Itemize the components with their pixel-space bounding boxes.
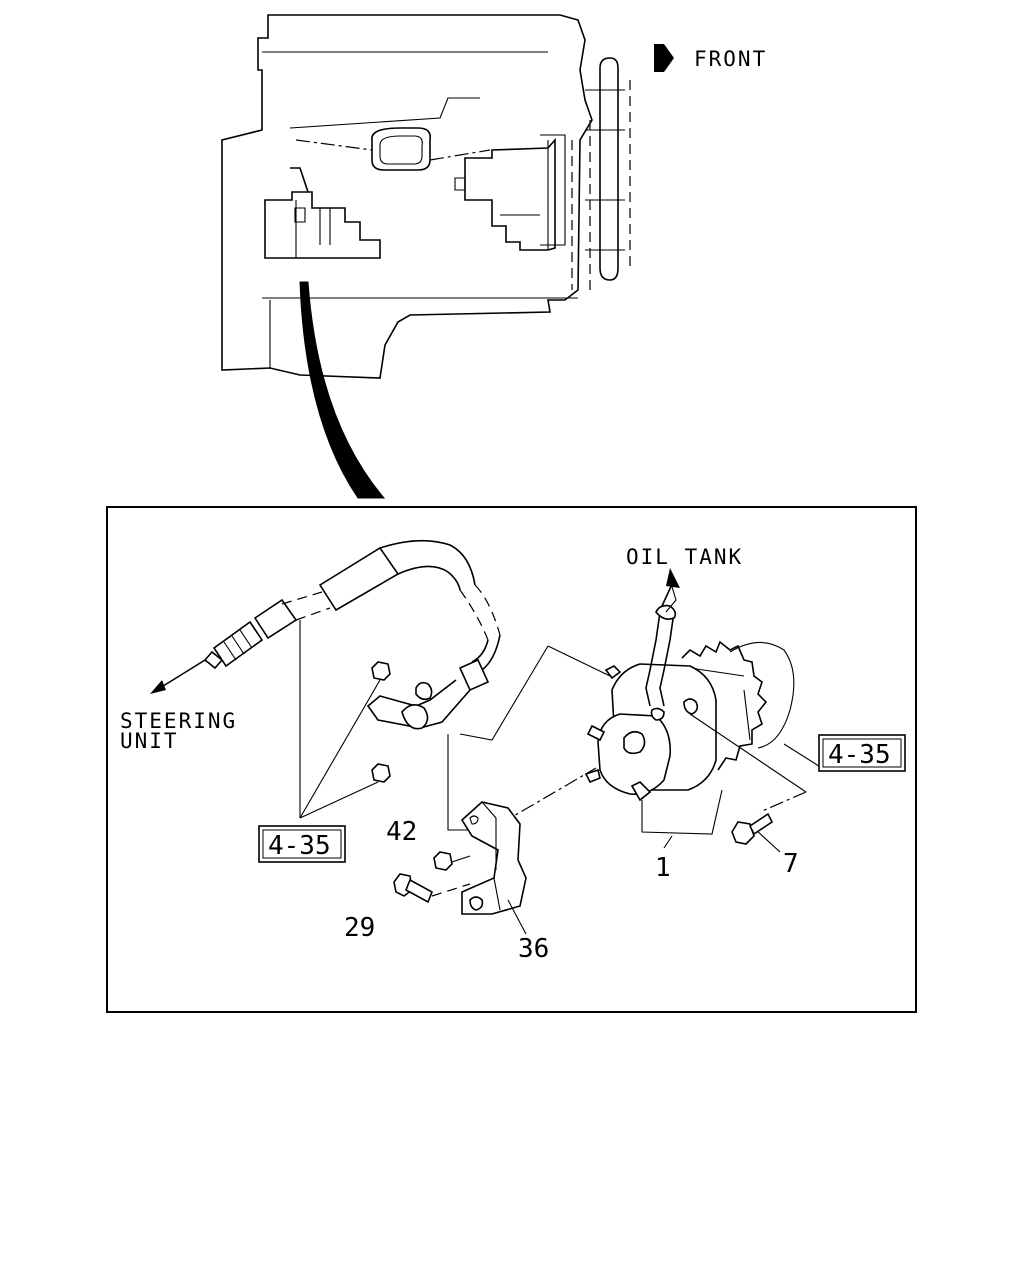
- front-label: FRONT: [694, 47, 767, 71]
- oil-tank-indicator: OIL TANK: [626, 545, 743, 607]
- callout-bolt-7: 7: [783, 849, 799, 879]
- nut-42: [433, 851, 471, 871]
- ref-box-right: 4-35: [818, 734, 906, 772]
- ref-right-label: 4-35: [828, 740, 891, 770]
- steering-label-line2: UNIT: [120, 729, 179, 753]
- detail-frame: [106, 506, 917, 1013]
- left-ref-leaders: [299, 620, 381, 819]
- steering-label-line1: STEERING: [120, 709, 237, 733]
- callout-bracket-36: 36: [518, 934, 549, 964]
- steering-unit-label: STEERING UNIT: [120, 709, 237, 753]
- bolt-7: [731, 812, 774, 845]
- steering-hose: [150, 539, 501, 783]
- pump-leaders: [447, 579, 823, 853]
- callout-nut-42: 42: [386, 817, 417, 847]
- front-direction-marker: FRONT: [654, 44, 767, 72]
- oil-tank-label: OIL TANK: [626, 545, 743, 569]
- front-arrow-icon: [654, 44, 674, 72]
- engine-overview: [221, 14, 631, 499]
- ref-box-left: 4-35: [258, 825, 346, 863]
- bolt-29: [393, 873, 471, 904]
- power-steering-pump: [584, 604, 795, 802]
- bracket-36: [460, 801, 527, 915]
- callout-bolt-29: 29: [344, 913, 375, 943]
- callout-pump: 1: [655, 853, 671, 883]
- ref-left-label: 4-35: [268, 831, 331, 861]
